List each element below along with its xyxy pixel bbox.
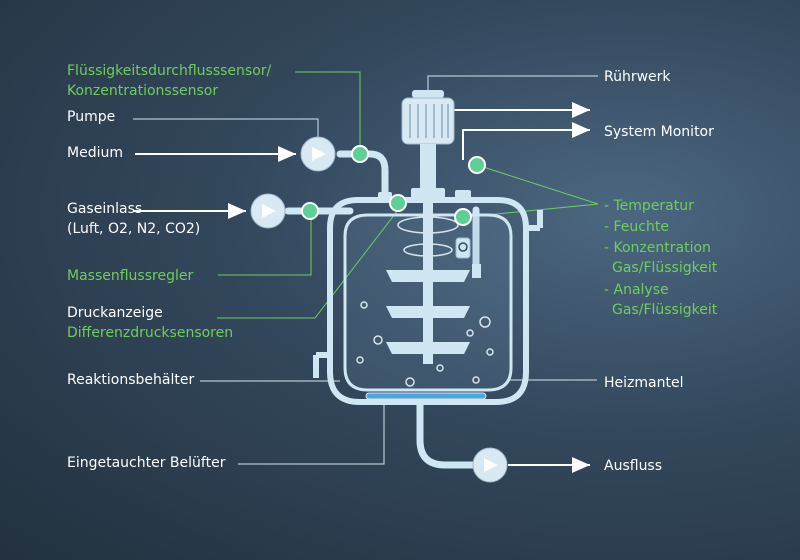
pipe-outlet (416, 401, 482, 469)
leader-pumpe (133, 118, 319, 137)
label-eingetauchter-belueftung: Eingetauchter Belüfter (67, 455, 226, 471)
label-pumpe: Pumpe (67, 109, 116, 125)
pump-outlet (472, 447, 508, 483)
label-flow-sensor-line2: Konzentrationssensor (67, 83, 219, 99)
label-feuchte: - Feuchte (604, 219, 669, 235)
impeller-3 (386, 342, 470, 354)
label-druckanzeige: Druckanzeige (67, 305, 163, 321)
leader-massenflussregler (218, 220, 312, 276)
system-monitor-arrow-1 (437, 102, 590, 128)
sensor-mid (454, 208, 472, 226)
label-gaseinlass-line1: Gaseinlass (67, 201, 143, 217)
impeller-2 (386, 306, 470, 318)
label-gaseinlass-line2: (Luft, O2, N2, CO2) (67, 221, 201, 237)
stirrer-shaft (386, 196, 470, 364)
label-analyse-line2: Gas/Flüssigkeit (612, 302, 718, 318)
sensor-mass-flow (301, 202, 319, 220)
leader-sensor-top (476, 164, 599, 205)
rotation-arrows (397, 216, 459, 257)
label-system-monitor: System Monitor (604, 124, 714, 140)
label-ausfluss: Ausfluss (604, 458, 663, 474)
sensors (301, 145, 486, 226)
bubbles (356, 301, 494, 387)
leader-ruehrwerk (427, 75, 598, 90)
sensor-flow (351, 145, 369, 163)
probe (455, 237, 481, 278)
impeller-1 (386, 270, 470, 282)
leader-differenzdruck (217, 209, 399, 319)
jacket-ports (313, 210, 543, 378)
leader-lines (133, 71, 599, 465)
sensor-pressure (389, 194, 407, 212)
label-ruehrwerk: Rührwerk (604, 69, 671, 85)
pump-gas (250, 193, 286, 229)
heating-jacket (327, 197, 529, 405)
label-massenflussregler: Massenflussregler (67, 268, 194, 284)
sensor-top (468, 156, 486, 174)
system-monitor-arrow-2 (462, 122, 590, 160)
pump-medium (300, 136, 336, 172)
label-temperatur: - Temperatur (604, 198, 694, 214)
sparger (365, 392, 487, 400)
pipe-medium (336, 150, 389, 200)
label-flow-sensor-line1: Flüssigkeitsdurchflusssensor/ (67, 63, 272, 79)
label-analyse-line1: - Analyse (604, 282, 669, 298)
label-heizmantel: Heizmantel (604, 375, 684, 391)
label-reaktionsbehaelter: Reaktionsbehälter (67, 372, 195, 388)
leader-belueftung (238, 398, 385, 465)
label-differenzdrucksensoren: Differenzdrucksensoren (67, 325, 234, 341)
label-medium: Medium (67, 145, 123, 161)
label-konzentration-line2: Gas/Flüssigkeit (612, 260, 718, 276)
leader-flow-sensor (295, 71, 361, 150)
label-konzentration-line1: - Konzentration (604, 240, 711, 256)
stirrer-motor (401, 90, 455, 196)
